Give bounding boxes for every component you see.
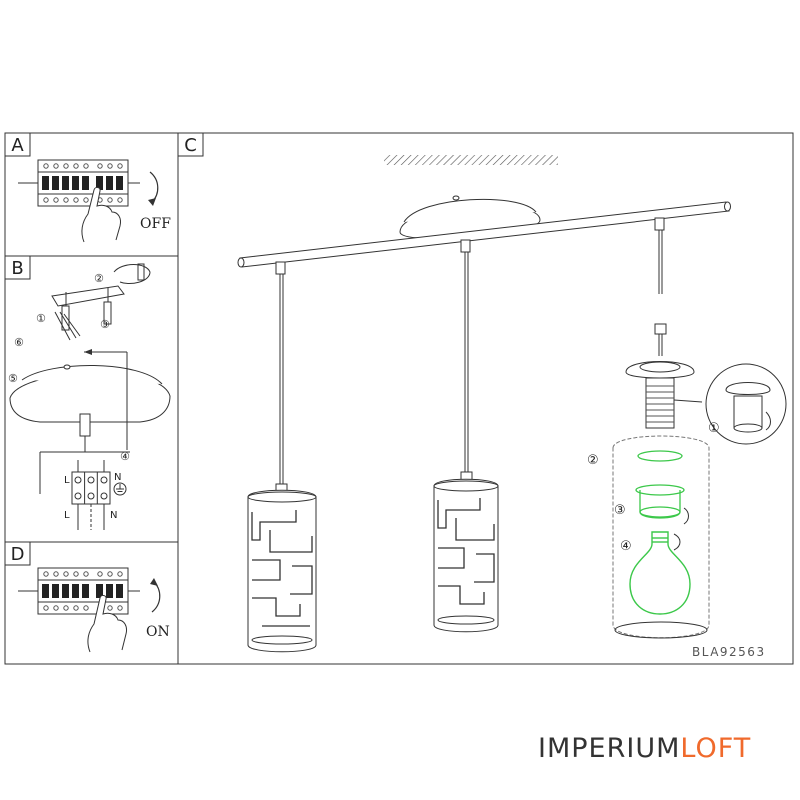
lamp-bulb-icon	[629, 531, 691, 615]
rotate-arrow-icon	[151, 581, 161, 613]
panel-c-letter: C	[184, 135, 197, 156]
panel-b: B	[4, 255, 171, 530]
step-c-1: ①	[708, 421, 720, 436]
step-b-6: ⑥	[14, 336, 24, 349]
brand-logo: IMPERIUMLOFT	[538, 733, 751, 767]
panel-a-letter: A	[11, 135, 24, 156]
terminal-bottom-l: L	[64, 510, 70, 521]
canopy-base	[9, 364, 171, 437]
ceiling-bar	[237, 201, 731, 275]
step-b-2: ②	[94, 272, 104, 285]
panel-frame	[4, 132, 794, 665]
step-c-3: ③	[614, 503, 626, 518]
panel-d-letter: D	[11, 544, 25, 565]
socket-ring-icon	[635, 450, 685, 519]
breaker-icon	[18, 159, 140, 207]
brand-part-1: IMPERIUM	[538, 733, 681, 764]
step-c-2: ②	[587, 453, 599, 468]
rotate-arrow-icon	[149, 171, 159, 203]
terminal-block	[39, 451, 130, 530]
terminal-bottom-n: N	[110, 510, 117, 521]
terminal-top-l: L	[64, 475, 70, 486]
step-b-1: ①	[36, 312, 46, 325]
panel-c: C	[177, 132, 787, 659]
terminal-top-n: N	[114, 472, 121, 483]
glass-shade-outline	[612, 435, 710, 639]
breaker-icon	[18, 567, 140, 615]
socket-detail-zoom	[673, 363, 787, 445]
mounting-bracket	[51, 285, 125, 341]
panel-a: A	[4, 132, 171, 243]
switch-off-label: OFF	[140, 216, 171, 232]
pendant-shade-middle	[433, 471, 499, 633]
hand-icon	[87, 595, 127, 653]
earth-ground-icon	[113, 482, 127, 496]
pendant-shade-left	[247, 483, 317, 653]
wall-plug-icon	[113, 263, 151, 285]
step-b-5: ⑤	[8, 372, 18, 385]
brand-part-2: LOFT	[680, 733, 752, 764]
suspension-cables	[279, 230, 667, 484]
panel-d: D	[4, 541, 170, 653]
step-b-4: ④	[120, 450, 130, 463]
step-c-4: ④	[620, 539, 632, 554]
lamp-socket	[625, 361, 695, 429]
hand-icon	[81, 187, 121, 243]
ceiling-hatch-icon	[384, 155, 558, 165]
step-b-3: ③	[100, 318, 110, 331]
panel-b-letter: B	[11, 258, 23, 279]
model-code: BLA92563	[692, 645, 766, 659]
switch-on-label: ON	[146, 624, 170, 640]
